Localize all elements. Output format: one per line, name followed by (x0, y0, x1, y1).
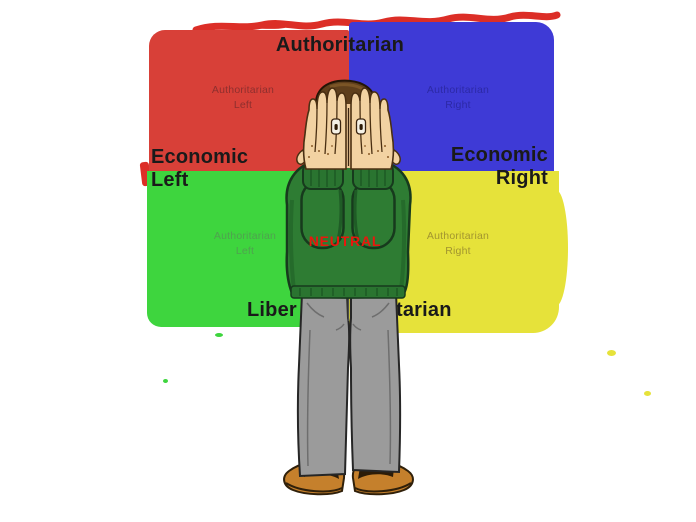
quadrant-right-bulge (544, 190, 568, 306)
hair-highlight (329, 83, 365, 92)
left-pupil (334, 124, 338, 130)
facepalm-person-illustration (283, 79, 414, 496)
quadrant-label-line1: Authoritarian (426, 84, 490, 96)
quadrant-label-bottom-left: Authoritarian Left (175, 229, 315, 258)
axis-label-economic-right-line1: Economic (450, 144, 548, 166)
torso-shade-right (399, 199, 407, 291)
left-pant-leg (296, 292, 351, 478)
green-speck (215, 333, 223, 337)
right-forearm-shade (353, 189, 361, 245)
axis-label-economic-left-line1: Economic (151, 146, 249, 168)
axis-label-economic-left: Economic Left (151, 146, 248, 192)
eyes (330, 118, 367, 135)
axis-label-economic-left-line2: Left (151, 169, 189, 191)
quadrant-label-line1: Authoritarian (213, 230, 277, 242)
pant-fold-lines (306, 302, 392, 467)
sweater-neutral-text: NEUTRAL (308, 233, 382, 249)
scribble-stroke-small (234, 24, 286, 30)
axis-label-economic-right: Economic Right (451, 144, 548, 190)
axis-label-libertarian-right-part: tarian (396, 299, 452, 321)
pants (296, 292, 402, 478)
quadrant-label-line1: Authoritarian (426, 230, 490, 242)
yellow-speck (644, 391, 651, 396)
green-speck (163, 379, 168, 383)
torso-shade-left (288, 199, 296, 291)
knuckle-freckles (308, 145, 389, 158)
axis-label-economic-right-line2: Right (495, 167, 548, 189)
quadrant-label-line1: Authoritarian (211, 84, 275, 96)
right-pant-leg (349, 292, 402, 474)
yellow-speck (607, 350, 616, 356)
axis-label-top: Authoritarian (275, 34, 405, 56)
right-sole-line (354, 482, 412, 493)
quadrant-label-line2: Left (235, 244, 255, 257)
quadrant-label-line2: Right (445, 244, 471, 257)
right-pupil (359, 124, 363, 130)
quadrant-label-bottom-right: Authoritarian Right (388, 229, 528, 258)
left-sole-line (285, 482, 343, 493)
axis-label-libertarian-left-part: Liber (247, 299, 297, 321)
quadrant-label-top-left: Authoritarian Left (173, 83, 313, 112)
quadrant-label-top-right: Authoritarian Right (388, 83, 528, 112)
hands (296, 87, 401, 170)
hem-rib-lines (299, 288, 398, 296)
left-forearm-shade (335, 189, 343, 245)
forearms (300, 178, 396, 250)
quadrant-label-line2: Right (445, 98, 471, 111)
quadrant-label-line2: Left (233, 98, 253, 111)
